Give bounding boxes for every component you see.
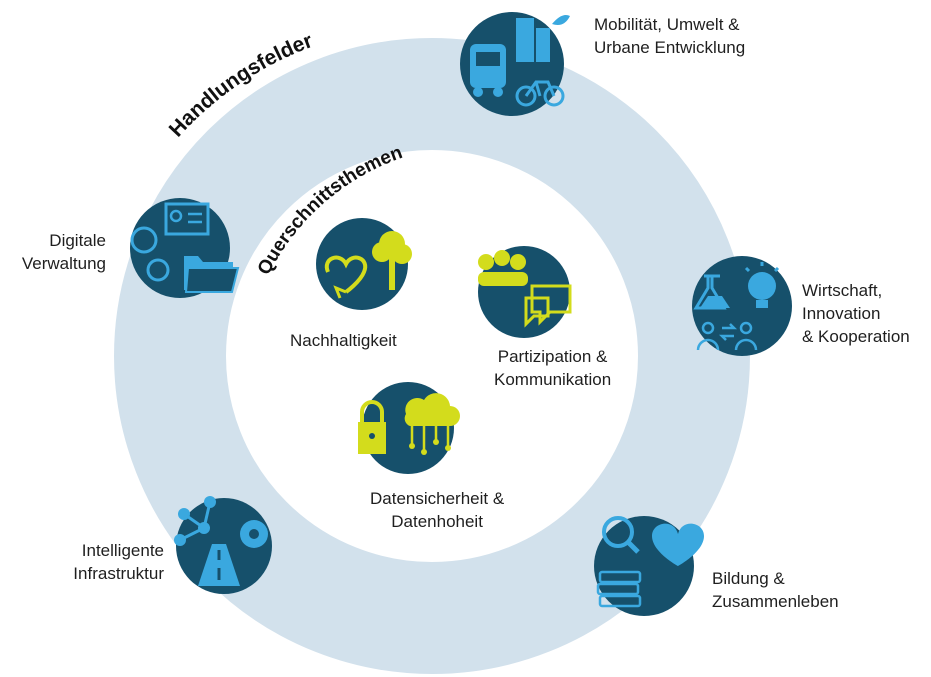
field-label-line: Digitale [49,231,106,250]
handlungsfelder-ring [114,38,750,674]
people-speech-bubbles-icon [478,246,572,338]
theme-label-line: Datensicherheit & [370,489,505,508]
field-label-line: Wirtschaft, [802,281,883,300]
network-road-gear-icon [174,496,272,594]
theme-label-partizipation: Partizipation & Kommunikation [494,345,611,391]
theme-label-line: Nachhaltigkeit [290,331,397,350]
field-label-infrastruktur: Intelligente Infrastruktur [73,539,164,585]
heart-recycle-tree-icon [316,218,412,310]
field-label-line: Intelligente [81,541,164,560]
padlock-cloud-icon [358,382,460,474]
field-label-verwaltung: Digitale Verwaltung [22,229,106,275]
field-label-bildung: Bildung & Zusammenleben [712,567,839,613]
field-label-line: Mobilität, Umwelt & [594,15,740,34]
theme-label-line: Datenhoheit [391,512,483,531]
field-label-line: Infrastruktur [73,564,164,583]
flask-lightbulb-people-icon [692,256,792,356]
field-label-line: Innovation [802,304,881,323]
field-label-line: Urbane Entwicklung [594,38,746,57]
field-label-line: & Kooperation [802,327,910,346]
field-label-line: Zusammenleben [712,592,839,611]
magnifier-heart-books-icon [594,516,704,616]
idcard-folder-wheel-icon [130,198,240,298]
theme-label-line: Partizipation & [497,347,608,366]
theme-label-datensicherheit: Datensicherheit & Datenhoheit [370,487,504,533]
theme-label-nachhaltigkeit: Nachhaltigkeit [290,329,397,352]
field-label-line: Bildung & [712,569,785,588]
bus-bicycle-buildings-icon [460,12,570,116]
theme-label-line: Kommunikation [494,370,612,389]
field-label-line: Verwaltung [21,254,106,273]
field-label-wirtschaft: Wirtschaft, Innovation & Kooperation [802,279,910,348]
field-label-mobilitaet: Mobilität, Umwelt & Urbane Entwicklung [594,13,745,59]
